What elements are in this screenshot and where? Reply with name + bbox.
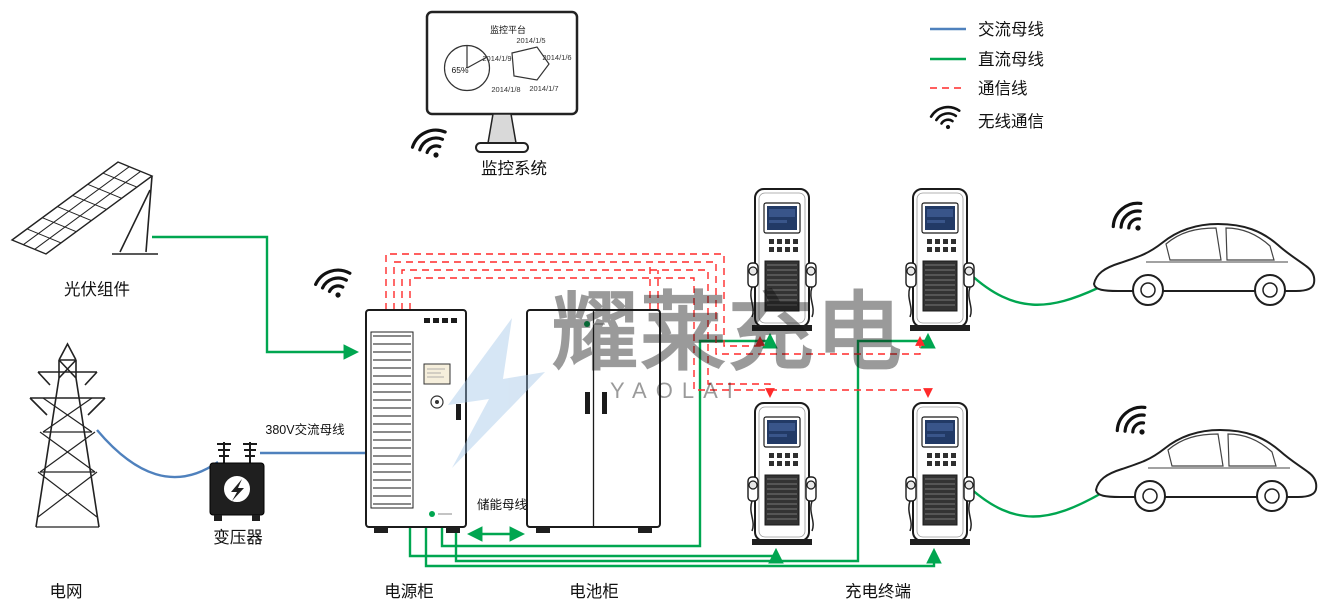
power-cabinet-louvers [373,335,411,505]
dc-line-to-charger-bottom-left [408,527,784,564]
battery-cabinet-logo [584,321,590,327]
wifi-icon-legend [928,103,964,134]
battery-cabinet-handle-left [585,392,590,414]
power-cabinet-display [423,363,451,385]
dc-bus-lines [152,235,1101,568]
pv-panel-stand [112,175,158,255]
lightning-icon [231,479,244,501]
monitor-date-5: 2014/1/9 [482,54,511,63]
transformer [209,442,265,521]
monitor-screen-title: 监控平台 [490,24,526,35]
charging-pile-bottom-right [905,402,975,546]
power-cabinet-body [365,309,467,528]
battery-cabinet-handle-right [602,392,607,414]
watermark-text-cn: 耀莱充电 [552,285,904,381]
monitor-polygon-chart [511,46,550,81]
wifi-icon-power-cabinet [311,264,358,305]
dc-line-pv-to-cabinet [152,235,360,360]
watermark-logo [448,318,545,468]
monitor-date-1: 2014/1/5 [516,36,545,45]
legend-item-comm: 通信线 [930,79,1028,98]
comm-line-bottom-right-charger [409,277,933,398]
power-cabinet-louver-frame [370,331,414,509]
legend-item-dc: 直流母线 [930,50,1044,69]
power-cabinet-handle [456,404,461,420]
monitor-date-4: 2014/1/8 [491,85,520,94]
power-cabinet-top-vents [424,318,457,323]
ac-bus-lines [96,429,366,479]
grid-label: 电网 [50,582,83,601]
battery-cabinet [526,309,661,533]
dc-line-to-charger-top-left [440,332,778,548]
watermark-text-en: YAOLAI [610,378,742,403]
power-cabinet-label: 电源柜 [384,582,434,601]
wifi-icon-monitor [407,123,456,167]
battery-cabinet-label: 电池柜 [569,582,619,601]
monitor-date-3: 2014/1/7 [529,84,558,93]
comm-line-bottom-left-charger [401,269,775,398]
legend-label-ac: 交流母线 [978,20,1044,39]
monitor-date-2: 2014/1/6 [542,53,571,62]
comm-line-top-right-charger [393,261,925,355]
legend-item-wireless: 无线通信 [928,103,1044,134]
power-cabinet [365,309,467,533]
pv-panel [10,161,158,255]
charging-pile-top-right [905,188,975,332]
monitor-pie-value: 65% [451,65,468,75]
storage-bus-label: 储能母线 [477,497,528,512]
ac-bus-label: 380V交流母线 [265,422,345,437]
power-cabinet-logo [429,511,435,517]
car-top [1093,223,1316,306]
charging-pile-bottom-left [747,402,817,546]
monitor-label: 监控系统 [481,159,547,178]
legend-label-comm: 通信线 [978,79,1028,98]
dc-line-to-charger-bottom-right [424,527,942,568]
watermark: 耀莱充电 YAOLAI [448,285,904,468]
legend-item-ac: 交流母线 [930,20,1044,39]
legend-label-wireless: 无线通信 [978,112,1044,131]
pv-label: 光伏组件 [64,280,130,299]
car-bottom [1095,429,1318,512]
dc-line-to-charger-top-right [454,332,936,563]
dc-cable-charger-to-car-top [969,273,1099,306]
monitor-base [475,142,529,153]
wifi-icon-car-top [1106,195,1156,244]
ac-line-grid-to-transformer [96,429,219,479]
dc-cable-charger-to-car-bottom [969,487,1101,518]
pv-panel-face [10,161,154,255]
wifi-icon-car-bottom [1110,399,1160,448]
comm-lines [385,253,933,398]
transformer-label: 变压器 [213,528,263,547]
monitor-stand [487,113,517,144]
pv-panel-grid [23,166,141,250]
grid-tower [29,342,106,528]
legend-label-dc: 直流母线 [978,50,1044,69]
charging-terminal-label: 充电终端 [845,582,911,601]
monitor: 监控平台 65% 2014/1/5 2014/1/6 2014/1/7 2014… [425,10,579,153]
legend: 交流母线 直流母线 通信线 无线通信 [928,20,1044,134]
